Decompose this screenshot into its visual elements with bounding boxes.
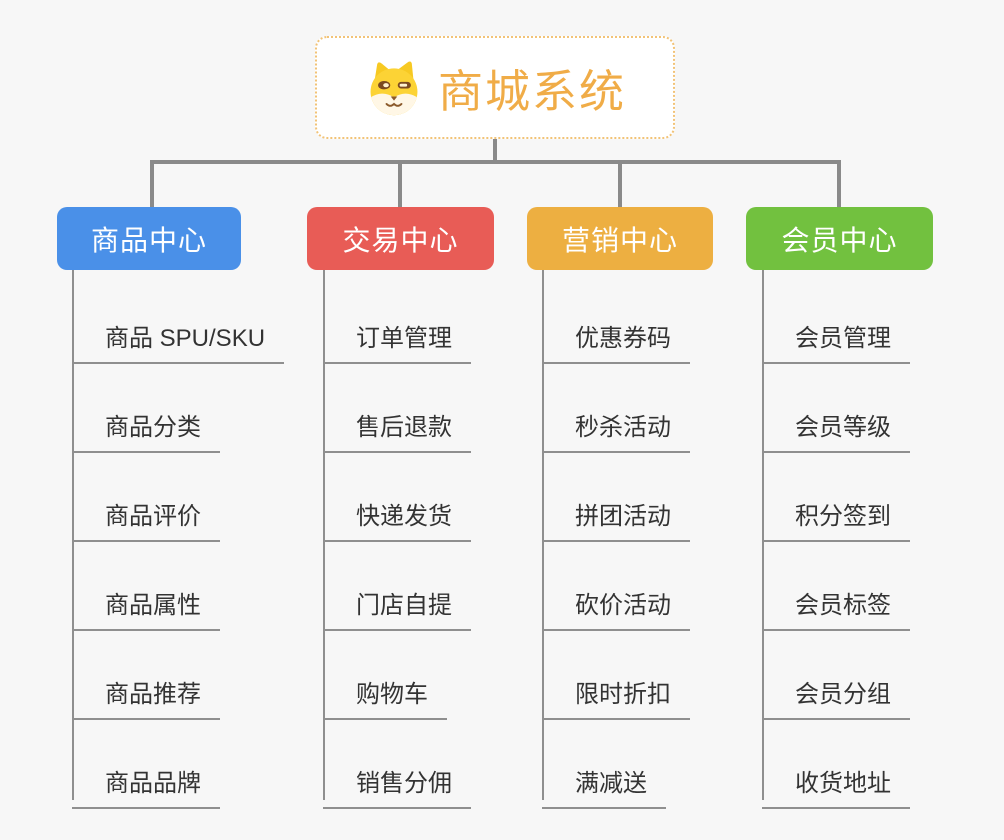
root-title: 商城系统 bbox=[437, 66, 626, 117]
branch-node-member-center[interactable]: 会员中心 bbox=[746, 207, 933, 270]
leaf-node[interactable]: 商品推荐 bbox=[72, 674, 220, 720]
leaf-node[interactable]: 商品属性 bbox=[72, 585, 220, 631]
root-node[interactable]: 商城系统 bbox=[315, 36, 675, 139]
branch-node-product-center[interactable]: 商品中心 bbox=[57, 207, 241, 270]
leaf-node[interactable]: 商品分类 bbox=[72, 407, 220, 453]
leaf-node[interactable]: 商品 SPU/SKU bbox=[72, 318, 285, 364]
leaf-node[interactable]: 拼团活动 bbox=[542, 496, 690, 542]
branch-node-trade-center[interactable]: 交易中心 bbox=[307, 207, 494, 270]
leaf-node[interactable]: 满减送 bbox=[542, 763, 666, 809]
leaf-node[interactable]: 砍价活动 bbox=[542, 585, 690, 631]
leaf-node[interactable]: 销售分佣 bbox=[323, 763, 471, 809]
leaf-node[interactable]: 售后退款 bbox=[323, 407, 471, 453]
leaf-node[interactable]: 订单管理 bbox=[323, 318, 471, 364]
leaf-node[interactable]: 门店自提 bbox=[323, 585, 471, 631]
shiba-dog-icon bbox=[364, 58, 424, 118]
tree-rail-line bbox=[150, 160, 841, 208]
leaf-node[interactable]: 秒杀活动 bbox=[542, 407, 690, 453]
leaf-node[interactable]: 商品品牌 bbox=[72, 763, 220, 809]
leaf-node[interactable]: 购物车 bbox=[323, 674, 447, 720]
leaf-node[interactable]: 会员分组 bbox=[762, 674, 910, 720]
branch-node-marketing-center[interactable]: 营销中心 bbox=[527, 207, 713, 270]
leaf-node[interactable]: 会员等级 bbox=[762, 407, 910, 453]
leaf-node[interactable]: 商品评价 bbox=[72, 496, 220, 542]
leaf-node[interactable]: 会员管理 bbox=[762, 318, 910, 364]
leaf-node[interactable]: 快递发货 bbox=[323, 496, 471, 542]
leaf-node[interactable]: 积分签到 bbox=[762, 496, 910, 542]
leaf-node[interactable]: 限时折扣 bbox=[542, 674, 690, 720]
leaf-node[interactable]: 会员标签 bbox=[762, 585, 910, 631]
leaf-node[interactable]: 优惠券码 bbox=[542, 318, 690, 364]
leaf-node[interactable]: 收货地址 bbox=[762, 763, 910, 809]
